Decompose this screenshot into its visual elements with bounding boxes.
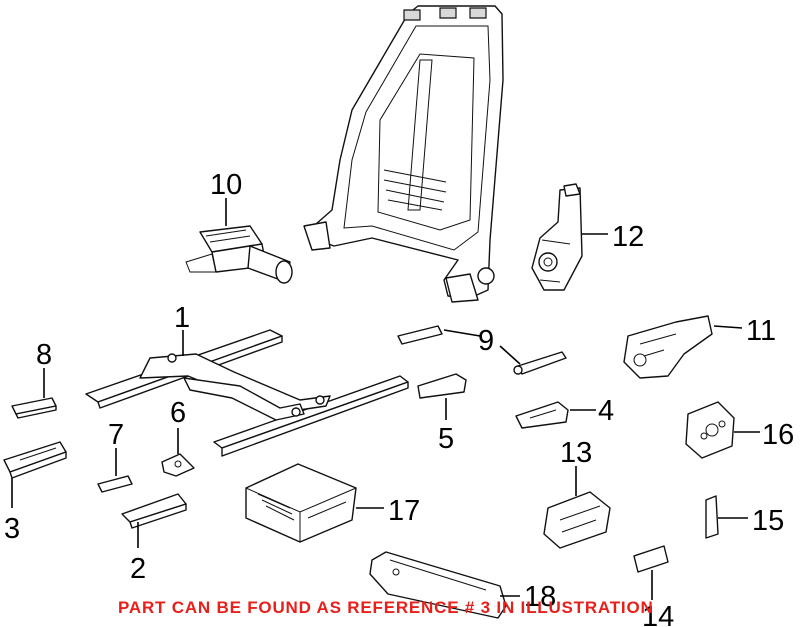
- callout-13: 13: [560, 437, 592, 469]
- callout-6: 6: [170, 397, 186, 429]
- part-14-cover-cap: [633, 545, 669, 573]
- part-12-recliner-mechanism: [531, 183, 583, 291]
- callout-5: 5: [438, 423, 454, 455]
- callout-4: 4: [598, 395, 614, 427]
- callout-10: 10: [210, 169, 242, 201]
- callout-15: 15: [752, 505, 784, 537]
- leader-lines: [11, 198, 760, 600]
- callout-9: 9: [478, 325, 494, 357]
- callout-8: 8: [36, 339, 52, 371]
- part-9-cover-pieces: [397, 325, 567, 375]
- callout-17: 17: [388, 495, 420, 527]
- part-3-track-cover: [3, 441, 67, 479]
- part-16-switch-housing: [685, 401, 735, 459]
- part-4-cover: [515, 401, 569, 429]
- part-17-control-module: [245, 463, 357, 543]
- seat-back-frame: [303, 5, 504, 303]
- part-6-bracket: [161, 453, 195, 477]
- callout-2: 2: [130, 553, 146, 585]
- footer-note: PART CAN BE FOUND AS REFERENCE # 3 IN IL…: [118, 598, 654, 617]
- part-7-trim-piece: [97, 475, 133, 493]
- part-11-adjuster-motor: [623, 315, 713, 379]
- callout-14: 14: [642, 601, 674, 627]
- part-15-trim-strip: [705, 495, 719, 539]
- part-1-seat-track-frame: [85, 329, 409, 457]
- callout-11: 11: [746, 315, 776, 347]
- callout-7: 7: [108, 419, 124, 451]
- part-2-trim-cover: [121, 493, 187, 529]
- part-13-switch-assembly: [543, 491, 611, 549]
- callout-18: 18: [524, 581, 556, 613]
- part-10-seat-motor: [185, 225, 293, 284]
- part-5-bracket: [417, 373, 467, 399]
- part-8-trim-cover: [11, 397, 57, 419]
- callout-labels: 1 2 3 4 5 6 7 8 9 10 11 12 13 14 15 16 1…: [4, 169, 794, 627]
- part-18-shield: [369, 551, 507, 619]
- callout-12: 12: [612, 221, 644, 253]
- callout-16: 16: [762, 419, 794, 451]
- callout-3: 3: [4, 513, 20, 545]
- callout-1: 1: [174, 302, 190, 334]
